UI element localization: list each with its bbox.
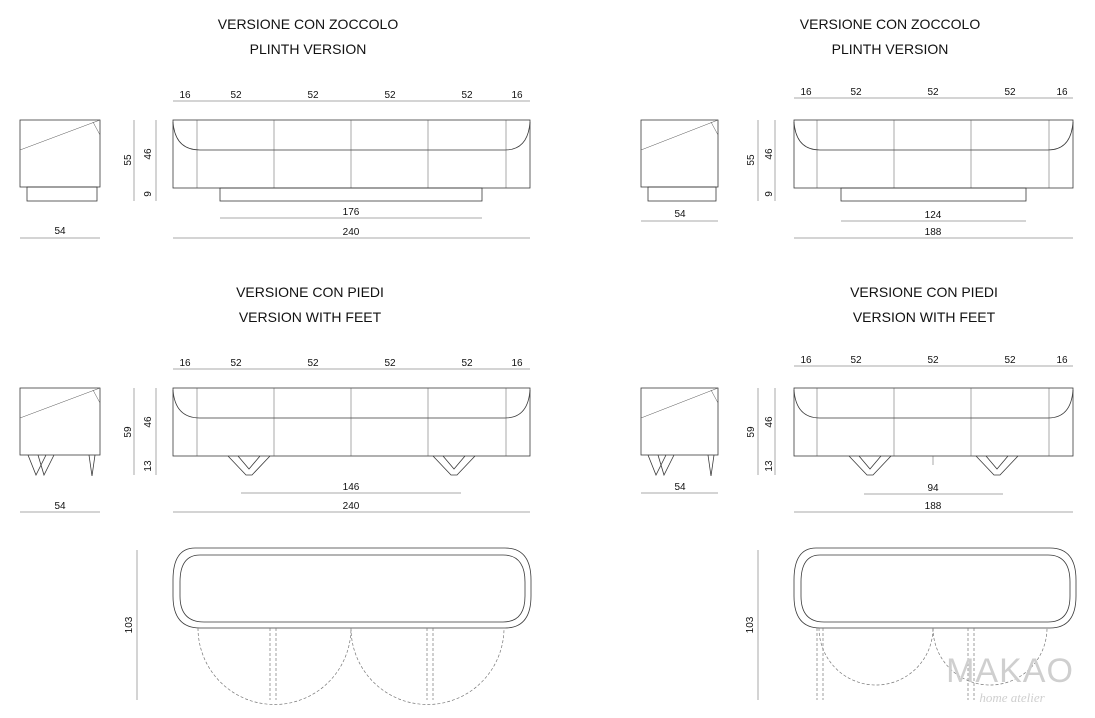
title-feet-it-right: VERSIONE CON PIEDI (850, 284, 998, 300)
left-plinth-drawing: 54 55 46 9 16 52 52 52 52 16 176 240 (19, 90, 531, 239)
right-plan-view: 103 (745, 547, 1077, 700)
top-dim: 16 (179, 358, 191, 369)
total-width-label: 188 (925, 227, 942, 238)
depth-label: 54 (674, 482, 686, 493)
top-dim: 52 (230, 90, 242, 101)
base-width-label: 124 (925, 210, 942, 221)
side-view (640, 387, 719, 477)
height-body-label: 46 (764, 416, 775, 428)
top-dim: 16 (1056, 355, 1068, 366)
top-dim: 52 (384, 358, 396, 369)
title-plinth-it-right: VERSIONE CON ZOCCOLO (800, 16, 981, 32)
logo-tagline: home atelier (979, 690, 1045, 705)
logo-brand: MAKAO (946, 652, 1074, 690)
height-body-label: 46 (143, 148, 154, 160)
depth-label: 54 (54, 226, 66, 237)
top-dim: 52 (850, 87, 862, 98)
base-width-label: 146 (343, 482, 360, 493)
left-plan-view: 103 (124, 547, 532, 705)
top-dim: 52 (461, 358, 473, 369)
top-dim: 52 (927, 355, 939, 366)
top-dim: 16 (511, 358, 523, 369)
top-dim: 52 (1004, 355, 1016, 366)
total-width-label: 188 (925, 501, 942, 512)
front-view (172, 119, 531, 202)
height-base-label: 9 (764, 191, 775, 197)
front-view (172, 387, 531, 476)
top-dim: 52 (850, 355, 862, 366)
title-feet-en-right: VERSION WITH FEET (853, 309, 996, 325)
base-width-label: 176 (343, 207, 360, 218)
left-feet-drawing: 54 59 46 13 16 52 52 52 52 16 146 240 (19, 358, 531, 513)
depth-label: 54 (674, 209, 686, 220)
top-dim: 16 (800, 355, 812, 366)
height-total-label: 55 (746, 154, 757, 166)
height-base-label: 9 (143, 191, 154, 197)
height-feet-label: 13 (764, 460, 775, 472)
top-dim: 52 (927, 87, 939, 98)
right-feet-drawing: 54 59 46 13 16 52 52 52 16 94 188 (640, 355, 1074, 513)
plan-depth-label: 103 (745, 616, 756, 633)
top-dim: 52 (230, 358, 242, 369)
top-dim: 52 (1004, 87, 1016, 98)
top-dim: 16 (800, 87, 812, 98)
side-view (640, 119, 719, 202)
side-view (19, 119, 101, 202)
top-dim: 52 (307, 90, 319, 101)
height-feet-label: 13 (143, 460, 154, 472)
top-dim: 16 (179, 90, 191, 101)
base-width-label: 94 (927, 483, 939, 494)
makao-logo: MAKAO home atelier (946, 652, 1074, 705)
title-feet-it-left: VERSIONE CON PIEDI (236, 284, 384, 300)
top-dim: 52 (384, 90, 396, 101)
height-total-label: 59 (746, 426, 757, 438)
height-body-label: 46 (764, 148, 775, 160)
top-dim: 16 (1056, 87, 1068, 98)
title-plinth-en-left: PLINTH VERSION (250, 41, 367, 57)
top-dim: 52 (307, 358, 319, 369)
right-plinth-drawing: 54 55 46 9 16 52 52 52 16 124 188 (640, 87, 1074, 239)
total-width-label: 240 (343, 227, 360, 238)
title-plinth-en-right: PLINTH VERSION (832, 41, 949, 57)
title-feet-en-left: VERSION WITH FEET (239, 309, 382, 325)
top-dim: 16 (511, 90, 523, 101)
height-total-label: 55 (123, 154, 134, 166)
front-view (793, 119, 1074, 202)
height-body-label: 46 (143, 416, 154, 428)
title-plinth-it-left: VERSIONE CON ZOCCOLO (218, 16, 399, 32)
depth-label: 54 (54, 501, 66, 512)
total-width-label: 240 (343, 501, 360, 512)
plan-depth-label: 103 (124, 616, 135, 633)
side-view (19, 387, 101, 477)
front-view (793, 387, 1074, 476)
height-total-label: 59 (123, 426, 134, 438)
top-dim: 52 (461, 90, 473, 101)
